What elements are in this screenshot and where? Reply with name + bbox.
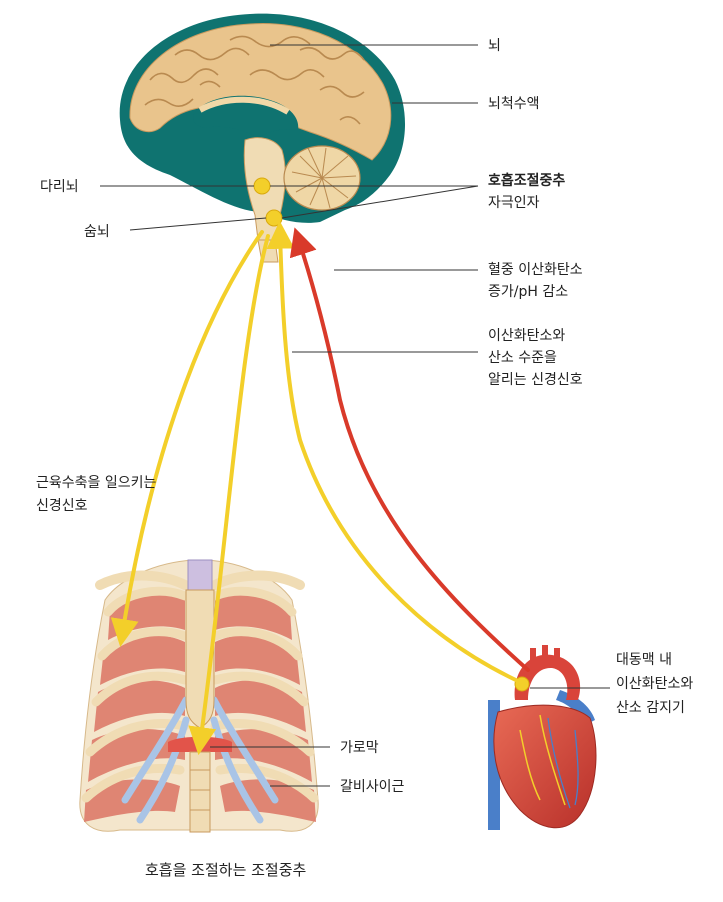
label-aorta-line3: 산소 감지기 (616, 700, 685, 716)
cerebellum (284, 146, 360, 210)
label-blood-co2-line1: 혈중 이산화탄소 (488, 262, 583, 278)
label-nerve-signal-line1: 이산화탄소와 (488, 328, 565, 344)
label-muscle-signal-line2: 신경신호 (36, 498, 88, 514)
label-stimulus: 자극인자 (488, 195, 540, 211)
label-diaphragm: 가로막 (340, 740, 379, 756)
label-nerve-signal-line3: 알리는 신경신호 (488, 372, 583, 388)
label-blood-co2-line2: 증가/pH 감소 (488, 284, 568, 300)
pons-center (254, 178, 270, 194)
blood-co2-signal (298, 238, 528, 670)
label-nerve-signal-line2: 산소 수준을 (488, 350, 557, 366)
label-muscle-signal-line1: 근육수축을 일으키는 (36, 475, 156, 491)
heart-body (494, 705, 596, 828)
label-brain: 뇌 (488, 38, 501, 54)
label-pons: 다리뇌 (40, 179, 79, 195)
medulla-center (266, 210, 282, 226)
label-medulla: 숨뇌 (84, 224, 110, 240)
ribcage-illustration (80, 560, 318, 832)
figure-caption: 호흡을 조절하는 조절중추 (145, 861, 306, 879)
brain-illustration (120, 14, 405, 262)
label-csf: 뇌척수액 (488, 96, 540, 112)
label-intercostal: 갈비사이근 (340, 779, 405, 795)
label-resp-center: 호흡조절중추 (488, 172, 565, 189)
label-aorta-line2: 이산화탄소와 (616, 676, 693, 692)
label-aorta-line1: 대동맥 내 (616, 652, 672, 668)
